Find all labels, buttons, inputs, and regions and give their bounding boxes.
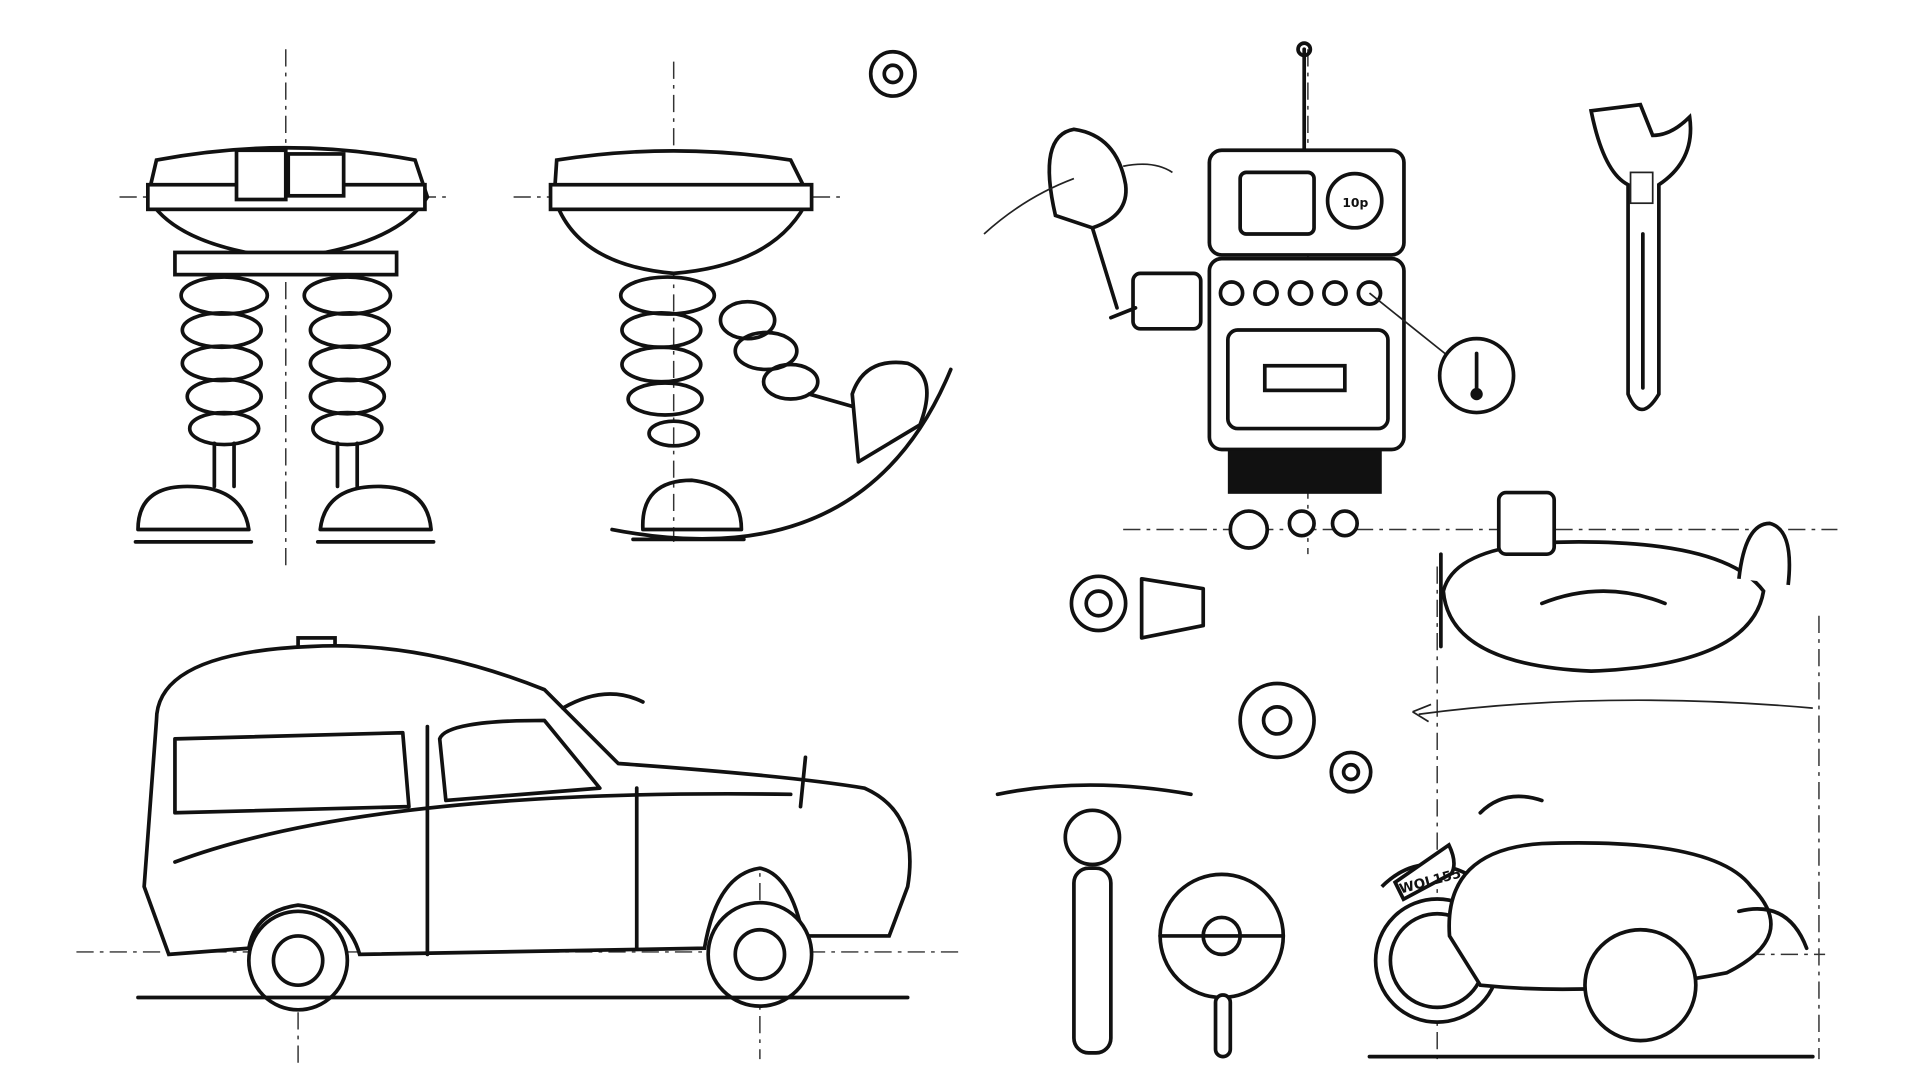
machine-parts bbox=[1069, 574, 1206, 640]
robot-trousers-side bbox=[548, 149, 953, 542]
robot: 10p bbox=[983, 41, 1516, 550]
motorcycle-sidecar: WOL155 bbox=[1367, 794, 1815, 1059]
gear-icon bbox=[868, 49, 1373, 794]
robot-gauge-label: 10p bbox=[1342, 196, 1368, 210]
wrench-icon bbox=[1588, 102, 1693, 412]
sidecar-rocket bbox=[1439, 490, 1792, 674]
van bbox=[136, 636, 912, 1012]
robot-trousers-front bbox=[133, 145, 436, 544]
motorcycle-front bbox=[995, 783, 1286, 1059]
